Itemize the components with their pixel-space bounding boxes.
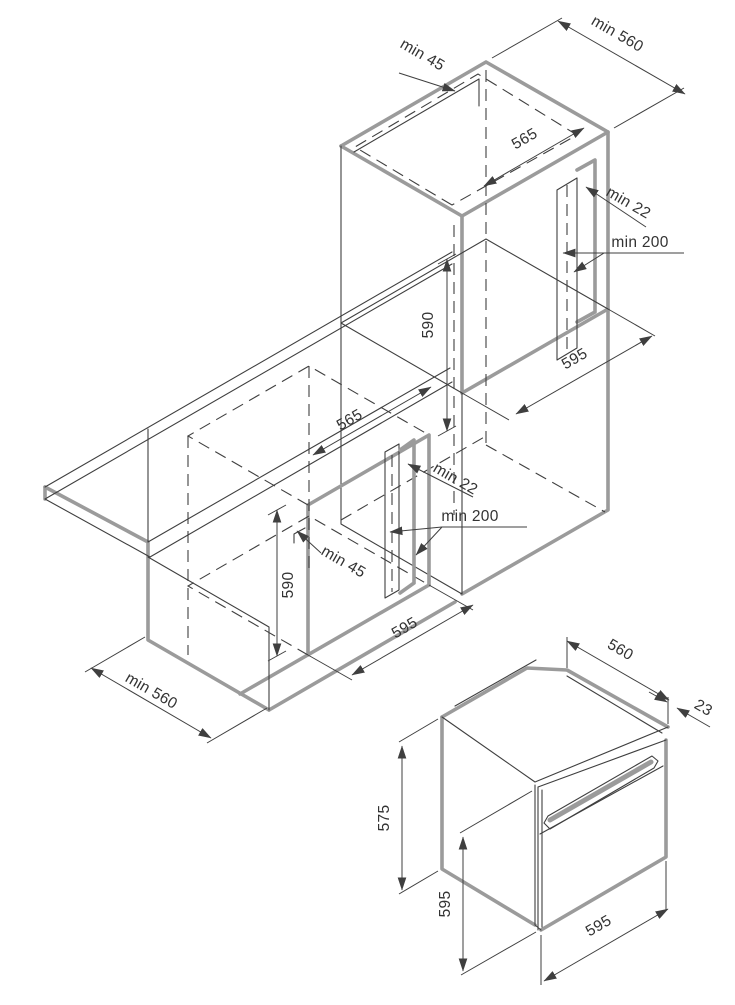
base-hidden-verticals: [187, 366, 310, 655]
column-installation-diagram: min 45 min 560 565 min 22 min 200 590 59…: [339, 12, 686, 596]
dim-line-565: [483, 127, 585, 187]
worktop-cap-bottom: [44, 498, 151, 558]
dim-ticks-590: [267, 504, 287, 662]
dim-line-565: [312, 386, 432, 456]
dim-label-oven-23: 23: [691, 696, 715, 720]
dim-label-column-595: 595: [559, 345, 591, 373]
oven-handle-bar: [547, 759, 654, 823]
dim-line-595: [351, 604, 474, 676]
column-dimensions: min 45 min 560 565 min 22 min 200 590 59…: [397, 12, 686, 437]
oven-dimensions-drawing: 560 23 575 595 595: [376, 636, 715, 985]
leader-min-22: [585, 186, 647, 228]
dim-label-base-590: 590: [280, 572, 297, 599]
column-top-vent-strip: [353, 78, 480, 153]
dim-extension-lines: [461, 17, 685, 421]
base-niche-floor-edge: [238, 583, 431, 696]
dim-label-base-min-45: min 45: [318, 543, 368, 582]
oven-body-front-edges: [441, 716, 669, 783]
dim-line-min-560: [557, 20, 686, 95]
dim-line-595: [515, 335, 653, 415]
dim-label-column-min-200: min 200: [611, 234, 668, 251]
dim-line-min-560: [90, 667, 212, 739]
leader-min-45: [398, 72, 456, 92]
oven-door-edges: [537, 739, 667, 931]
dim-label-oven-575: 575: [376, 805, 393, 832]
leader-min-45: [296, 530, 322, 554]
dim-label-column-590: 590: [420, 312, 437, 339]
column-cabinet-top-front-edges: [339, 130, 610, 218]
base-vent-slot-lines: [384, 443, 400, 599]
dim-label-column-min-560: min 560: [588, 12, 646, 55]
dim-label-column-565: 565: [509, 125, 541, 153]
undercounter-installation-diagram: 565 min 22 min 200 min 45 590 595 min 56…: [43, 251, 527, 744]
leader-min-200-b: [573, 252, 605, 273]
column-niche-floor-edges: [340, 238, 609, 394]
dim-line-560: [566, 640, 670, 701]
dim-label-oven-595-width: 595: [583, 912, 615, 940]
dim-label-base-min-200: min 200: [441, 508, 498, 525]
dim-label-column-min-45: min 45: [397, 36, 447, 75]
column-left-silhouette: [340, 145, 463, 595]
dim-extension-lines: [84, 584, 474, 744]
leader-min-200-a: [389, 526, 443, 536]
oven-door-outline: [539, 738, 668, 932]
oven-top-outline: [440, 666, 670, 729]
oven-left-outline: [440, 715, 537, 927]
base-cabinet-bottom-front: [267, 600, 457, 712]
dim-ticks-590: [437, 253, 457, 437]
oven-door-seam: [539, 765, 664, 835]
dim-23-arrow-b: [676, 707, 711, 728]
column-vent-slot-bracket: [575, 158, 597, 324]
dim-label-oven-560: 560: [604, 636, 636, 664]
column-niche-frame: [460, 214, 610, 395]
dim-label-oven-595-height: 595: [437, 891, 454, 918]
worktop-back-edges: [147, 367, 453, 558]
dim-label-base-565: 565: [334, 406, 366, 434]
worktop-accent-edges: [43, 485, 271, 712]
oven-top-inner-line: [454, 659, 537, 707]
leader-min-22: [407, 463, 474, 498]
worktop-front-edges: [44, 251, 453, 500]
base-bottom-gap-notch: [293, 527, 306, 544]
leader-min-200-b: [415, 526, 443, 556]
oven-frame-inner-line: [566, 675, 663, 734]
dim-line-595-width: [543, 908, 669, 982]
dim-23-arrow-a: [648, 691, 668, 703]
base-hidden-floor: [186, 515, 430, 656]
